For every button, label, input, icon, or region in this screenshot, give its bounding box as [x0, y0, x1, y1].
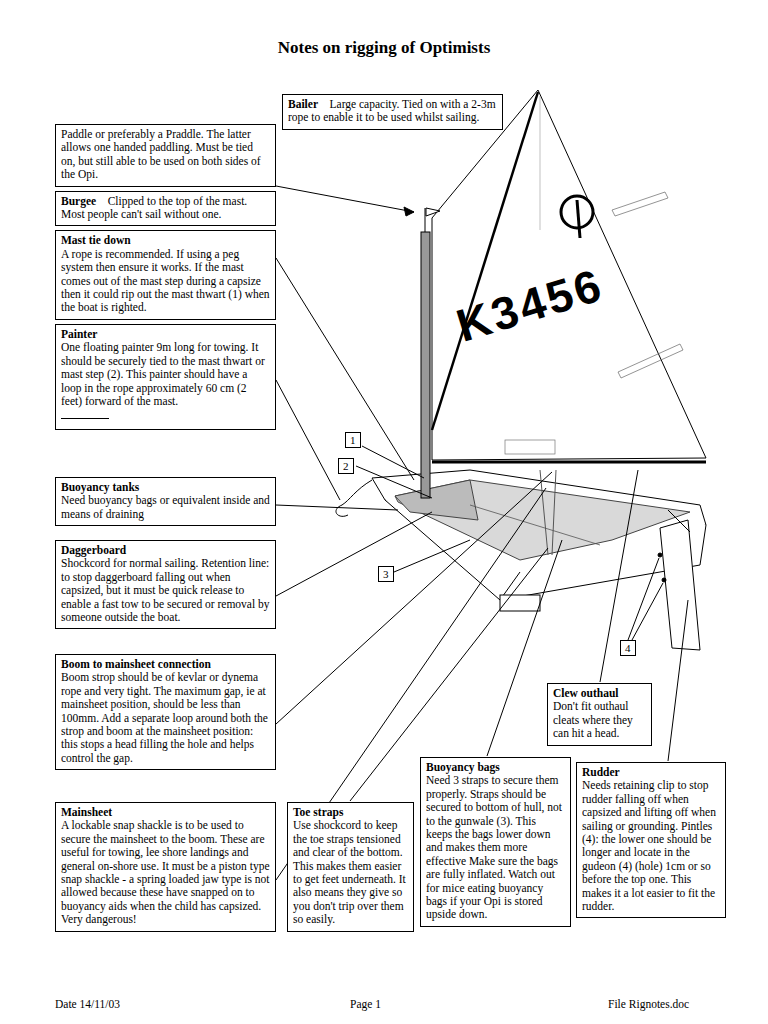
note-box: Toe strapsUse shockcord to keep the toe … — [287, 802, 414, 932]
note-box: Boom to mainsheet connectionBoom strop s… — [55, 654, 276, 770]
note-text: Don't fit outhaul cleats where they can … — [553, 700, 646, 740]
note-heading: Buoyancy bags — [426, 761, 565, 774]
note-box: Clew outhaulDon't fit outhaul cleats whe… — [547, 683, 652, 746]
note-box: Bailer Large capacity. Tied on with a 2-… — [282, 94, 503, 130]
note-box: Paddle or preferably a Praddle. The latt… — [55, 124, 276, 187]
note-text: Needs retaining clip to stop rudder fall… — [582, 779, 720, 913]
note-text: Need 3 straps to secure them properly. S… — [426, 774, 565, 921]
note-heading: Toe straps — [293, 806, 408, 819]
note-box: Mast tie downA rope is recommended. If u… — [55, 230, 276, 319]
callout-number: 4 — [620, 640, 636, 656]
note-heading: Clew outhaul — [553, 687, 646, 700]
note-text: One floating painter 9m long for towing.… — [61, 341, 270, 408]
note-text: A lockable snap shackle is to be used to… — [61, 819, 270, 926]
note-heading: Painter — [61, 328, 270, 341]
note-heading: Mast tie down — [61, 234, 270, 247]
note-heading: Boom to mainsheet connection — [61, 658, 270, 671]
page-title: Notes on rigging of Optimists — [0, 38, 768, 58]
note-box: Buoyancy bagsNeed 3 straps to secure the… — [420, 757, 571, 927]
footer-text: Date 14/11/03 — [55, 998, 120, 1010]
note-text: A rope is recommended. If using a peg sy… — [61, 248, 270, 315]
burgee — [426, 208, 440, 216]
buoyancy-tank — [395, 480, 478, 520]
note-heading: Rudder — [582, 766, 720, 779]
note-heading: Mainsheet — [61, 806, 270, 819]
note-text: Shockcord for normal sailing. Retention … — [61, 557, 270, 624]
note-text: Large capacity. Tied on with a 2-3m rope… — [288, 98, 496, 123]
battens — [612, 192, 683, 378]
painter-rope — [336, 480, 372, 516]
note-box: PainterOne floating painter 9m long for … — [55, 324, 276, 430]
note-box: Burgee Clipped to the top of the mast. M… — [55, 191, 276, 227]
footer-text: Page 1 — [350, 998, 381, 1010]
note-text: Use shockcord to keep the toe straps ten… — [293, 819, 408, 926]
daggerboard — [500, 595, 540, 611]
callout-number: 3 — [378, 566, 394, 582]
boom — [432, 461, 706, 464]
sprit — [432, 92, 538, 430]
note-box: RudderNeeds retaining clip to stop rudde… — [576, 762, 726, 918]
rule — [61, 418, 109, 425]
rudder-blade — [660, 520, 700, 650]
note-heading: Buoyancy tanks — [61, 481, 270, 494]
note-text: Boom strop should be of kevlar or dynema… — [61, 671, 270, 765]
note-text: Paddle or preferably a Praddle. The latt… — [61, 128, 261, 180]
callout-number: 2 — [338, 458, 354, 474]
note-heading: Burgee — [61, 195, 96, 207]
sail — [432, 90, 706, 460]
note-box: Buoyancy tanksNeed buoyancy bags or equi… — [55, 477, 276, 526]
note-box: MainsheetA lockable snap shackle is to b… — [55, 802, 276, 932]
mast — [421, 232, 430, 498]
callout-number: 1 — [345, 432, 361, 448]
note-box: DaggerboardShockcord for normal sailing.… — [55, 540, 276, 629]
note-heading: Bailer — [288, 98, 318, 110]
note-heading: Daggerboard — [61, 544, 270, 557]
note-text: Need buoyancy bags or equivalent inside … — [61, 494, 270, 521]
footer-text: File Rignotes.doc — [608, 998, 689, 1010]
